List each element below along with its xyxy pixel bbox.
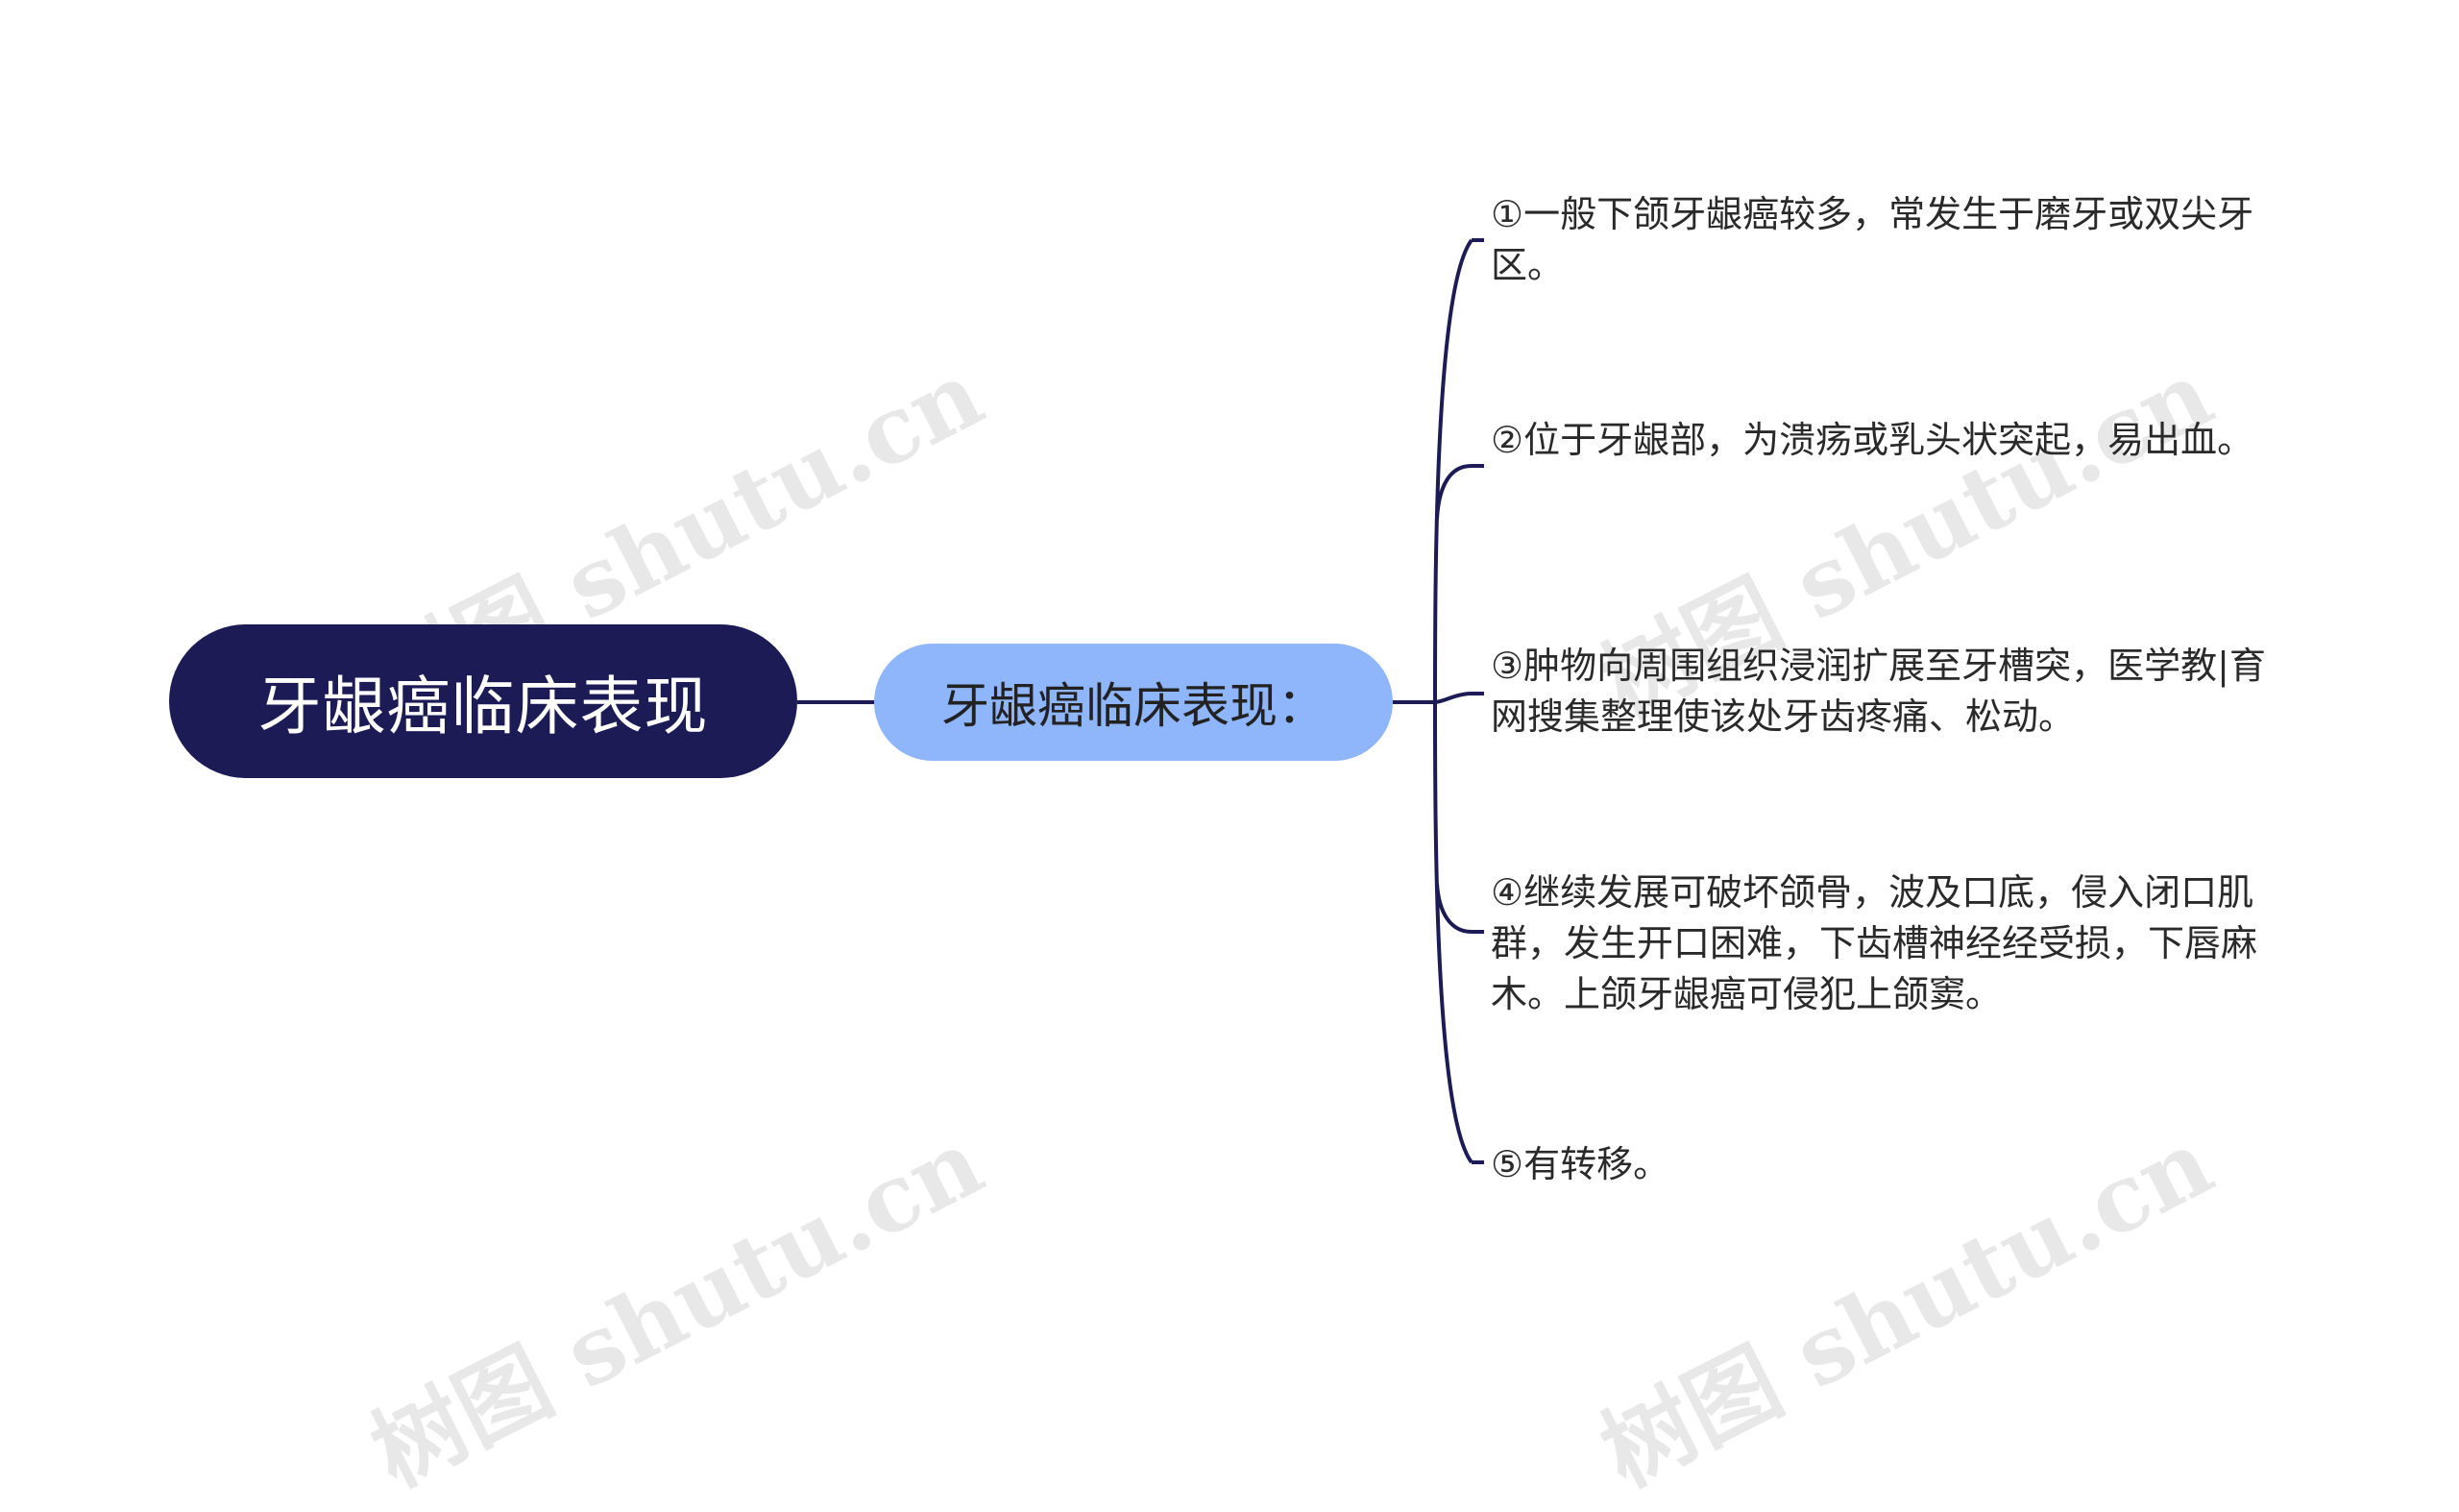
leaf-connector-4	[1435, 883, 1484, 934]
leaf-connector-2	[1435, 464, 1484, 520]
root-topic-label: 牙龈癌临床表现	[257, 670, 709, 744]
root-topic-node[interactable]: 牙龈癌临床表现	[169, 624, 797, 778]
leaf-topic-1[interactable]: ①一般下颌牙龈癌较多，常发生于磨牙或双尖牙区。	[1491, 193, 2254, 286]
leaf-connector-3	[1434, 692, 1484, 704]
leaf-topic-5[interactable]: ⑤有转移。	[1491, 1143, 1670, 1185]
leaf-topic-2[interactable]: ②位于牙龈部，为溃疡或乳头状突起，易出血。	[1491, 419, 2254, 461]
mindmap-canvas: 树图 shutu.cn 树图 shutu.cn 树图 shutu.cn 树图 s…	[169, 193, 2266, 1507]
connector-lines	[797, 238, 1484, 1164]
branch-topic-label: 牙龈癌临床表现：	[941, 678, 1326, 734]
spine-curve-bottom	[1433, 701, 1473, 1164]
branch-topic-node[interactable]: 牙龈癌临床表现：	[874, 644, 1393, 761]
spine-curve-top	[1433, 238, 1473, 703]
leaf-topic-3[interactable]: ③肿物向周围组织浸润扩展至牙槽突，医学教|育网搜集整理使该处牙齿疼痛、松动。	[1491, 645, 2266, 738]
leaf-topic-4[interactable]: ④继续发展可破坏颌骨，波及口底，侵入闭口肌群，发生开口困难，下齿槽神经经受损，下…	[1491, 871, 2258, 1015]
